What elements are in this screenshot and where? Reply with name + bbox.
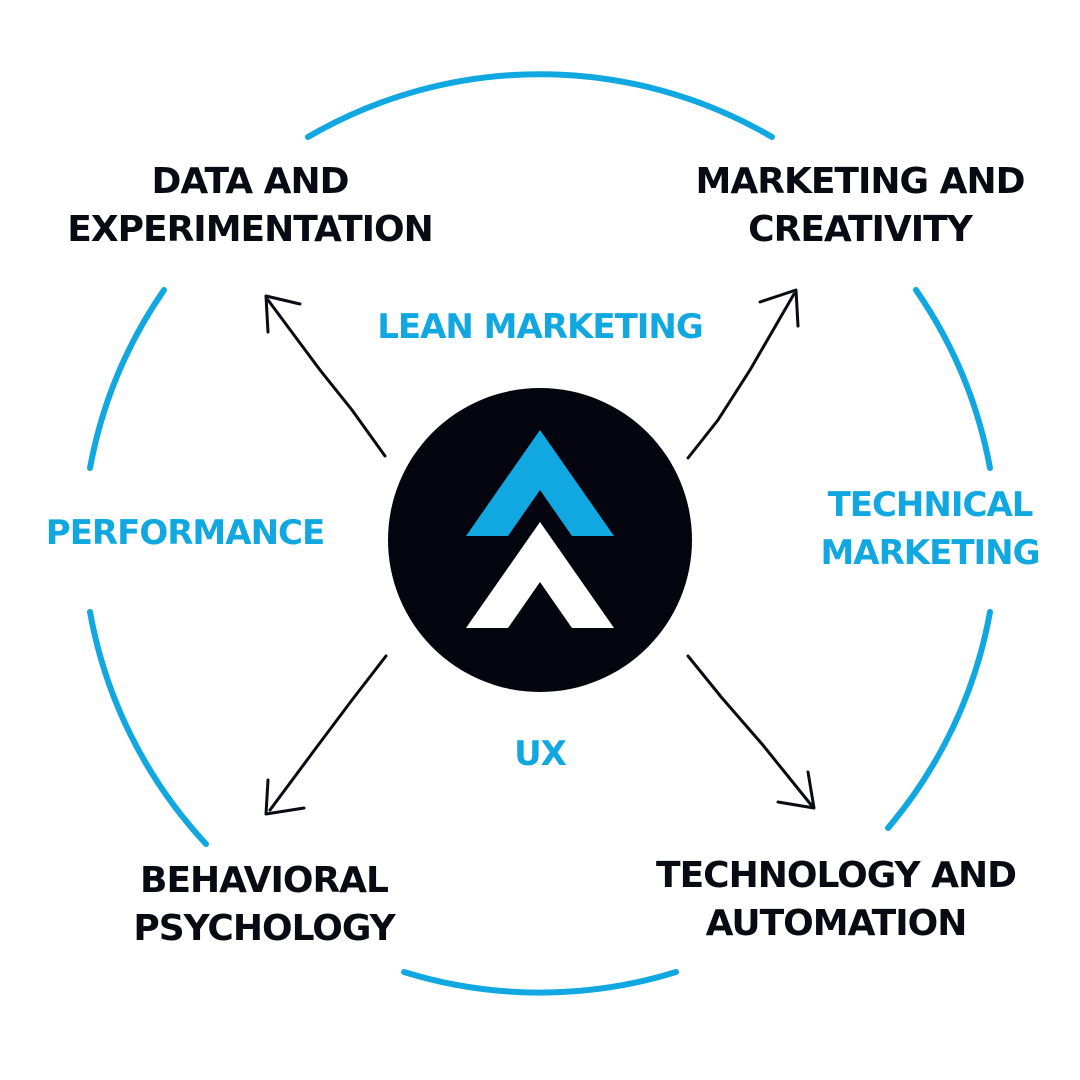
corner-label-behavioral-psychology: BEHAVIORAL PSYCHOLOGY — [64, 857, 464, 953]
ring-arc-bottom — [401, 969, 679, 996]
arrows — [264, 288, 816, 816]
corner-label-data-and-experimentation: DATA AND EXPERIMENTATION — [50, 158, 450, 254]
corner-label-line: DATA AND — [151, 161, 350, 202]
arrow-head-bottom-right — [776, 770, 816, 810]
ring-label-lean-marketing: LEAN MARKETING — [377, 307, 704, 347]
ring-arc-left — [87, 609, 209, 847]
corner-label-line: CREATIVITY — [748, 209, 973, 250]
ring-arc-top — [305, 71, 775, 140]
corner-label-line: EXPERIMENTATION — [67, 209, 434, 250]
arrow-icon — [686, 654, 816, 810]
ring-label-technical-marketing: TECHNICAL MARKETING — [780, 481, 1080, 577]
arrow-head-top-left — [264, 294, 302, 334]
corner-label-line: PSYCHOLOGY — [133, 908, 395, 949]
ring-label-line: TECHNICAL — [827, 485, 1034, 525]
corner-label-line: MARKETING AND — [695, 161, 1026, 202]
ring-label-line: MARKETING — [820, 533, 1040, 573]
arrow-shaft-top-right — [686, 292, 796, 460]
ring-label-ux: UX — [514, 734, 567, 774]
corner-label-line: AUTOMATION — [705, 903, 968, 944]
arrow-head-top-right — [758, 288, 800, 328]
ring-label-performance: PERFORMANCE — [45, 513, 325, 553]
arrow-icon — [264, 294, 387, 458]
corner-label-line: BEHAVIORAL — [140, 860, 389, 901]
arrow-head-bottom-left — [264, 778, 306, 816]
arrow-shaft-top-left — [266, 298, 387, 458]
arrow-shaft-bottom-left — [268, 654, 388, 812]
ring-arc-top-left — [87, 287, 167, 471]
corner-label-line: TECHNOLOGY AND — [656, 855, 1017, 896]
logo-chevron-top — [466, 430, 614, 536]
arrow-icon — [686, 288, 800, 460]
corner-label-marketing-and-creativity: MARKETING AND CREATIVITY — [660, 158, 1060, 254]
corner-label-technology-and-automation: TECHNOLOGY AND AUTOMATION — [636, 852, 1036, 948]
ring-arc-right — [885, 609, 993, 831]
logo-chevron-bottom — [466, 522, 614, 628]
double-chevron-up-logo — [388, 388, 692, 692]
arrow-shaft-bottom-right — [686, 654, 814, 808]
ring-arc-top-right — [913, 287, 993, 471]
outer-ring — [87, 71, 993, 996]
arrow-icon — [264, 654, 388, 816]
